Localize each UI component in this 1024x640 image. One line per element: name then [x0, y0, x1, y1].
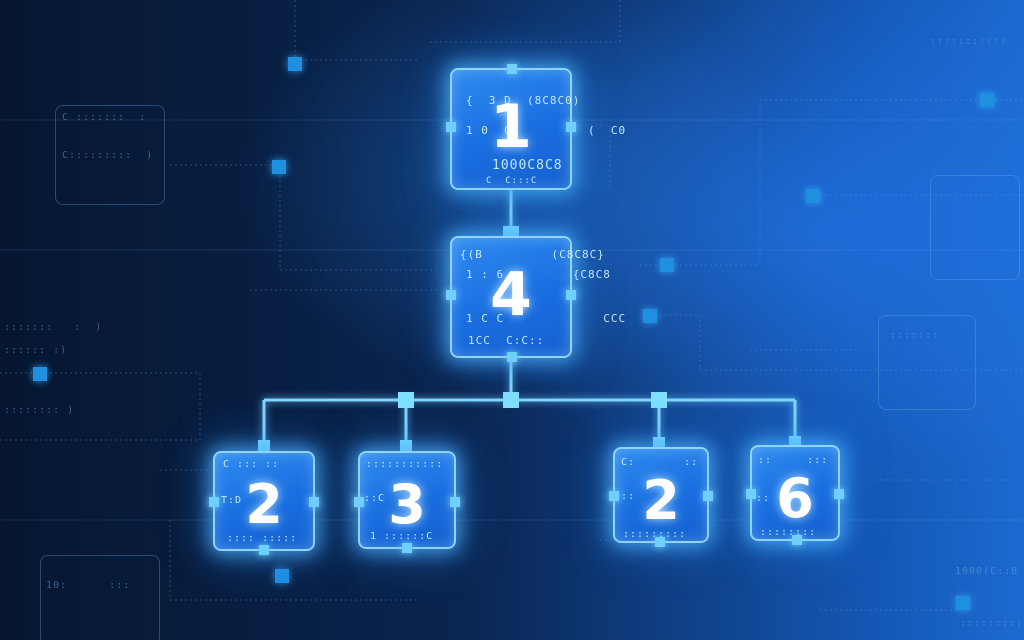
node-code-text: 1 0 0 ( C0 [466, 124, 627, 137]
background-code-text: :::::::::: [960, 618, 1024, 629]
background-code-text: ::::::::::: [930, 36, 1008, 47]
node-port [309, 497, 319, 507]
node-port [566, 122, 576, 132]
background-code-text: 1000(C::8 [955, 566, 1019, 577]
background-ghost-box [878, 315, 976, 410]
node-port [566, 290, 576, 300]
background-ghost-box [55, 105, 165, 205]
junction-node [653, 437, 665, 449]
background-code-text: C::::::::: ) [62, 150, 154, 161]
node-port [402, 543, 412, 553]
background-ghost-box [40, 555, 160, 640]
node-value: 1 [490, 92, 532, 162]
node-port [446, 290, 456, 300]
node-value: 6 [776, 467, 814, 530]
node-port [609, 491, 619, 501]
node-code-text: :::::::: [760, 527, 817, 538]
node-value: 3 [388, 473, 426, 536]
node-port [746, 489, 756, 499]
junction-node [503, 392, 519, 408]
node-code-text: :: [756, 493, 771, 504]
node-port [450, 497, 460, 507]
background-square [660, 258, 674, 272]
tree-node-1[interactable]: { 3 D (8C8C0) 1 0 0 ( C0 1 1000C8C8 C C:… [446, 64, 625, 190]
node-port [259, 545, 269, 555]
background-square [806, 189, 820, 203]
background-code-text: C ::::::: : [62, 112, 147, 123]
node-code-text: 1 C C CCC [466, 312, 627, 325]
background-square [33, 367, 47, 381]
node-code-text: 1 ::::::C [370, 531, 434, 542]
node-code-text: 1 : 6 {C8C8 [466, 268, 611, 281]
node-code-text: { 3 D (8C8C0) [466, 94, 581, 107]
node-port [703, 491, 713, 501]
background-square [288, 57, 302, 71]
background-square [980, 93, 994, 107]
node-port [354, 497, 364, 507]
background-code-text: 10: ::: [46, 580, 131, 591]
node-code-text: {(B (C8C8C} [460, 248, 605, 261]
node-port [834, 489, 844, 499]
node-code-text: :::: ::::: [227, 533, 298, 544]
node-code-text: C ::: :: [223, 459, 280, 470]
junction-node [651, 392, 667, 408]
background-ghost-box [930, 175, 1020, 280]
node-code-text: T:D [221, 495, 243, 506]
junction-node [398, 392, 414, 408]
node-port [655, 537, 665, 547]
node-port [446, 122, 456, 132]
tree-node-2-right[interactable]: C: :: :: 2 ::::::::: [609, 447, 713, 547]
junction-node [258, 440, 270, 452]
node-code-text: :: ::: [758, 455, 829, 466]
node-code-text: C C:::C [486, 176, 538, 186]
tree-node-4[interactable]: {(B (C8C8C} 1 : 6 {C8C8 4 1 C C CCC 1CC … [446, 236, 625, 362]
node-code-text: :: [621, 491, 636, 502]
background-square [643, 309, 657, 323]
node-port [507, 64, 517, 74]
node-port [507, 352, 517, 362]
background-code-text: :::::::: ) [4, 405, 75, 416]
node-code-text: ::::::::::: [366, 459, 444, 470]
background-square [275, 569, 289, 583]
junction-node [400, 440, 412, 452]
node-value: 4 [490, 260, 532, 330]
background-square [956, 596, 970, 610]
node-code-text: 1000C8C8 [492, 158, 563, 173]
tree-node-6[interactable]: :: ::: :: 6 :::::::: [746, 445, 844, 545]
node-code-text: C: :: [621, 457, 699, 468]
tree-node-3[interactable]: ::::::::::: ::C 3 1 ::::::C [354, 451, 460, 553]
node-port [209, 497, 219, 507]
background-code-text: ::::::: : ) [4, 322, 103, 333]
node-code-text: ::C [364, 493, 386, 504]
node-value: 2 [642, 469, 680, 532]
node-value: 2 [245, 473, 283, 536]
node-code-text: 1CC C:C:: [468, 334, 545, 347]
tree-node-2-left[interactable]: C ::: :: T:D 2 :::: ::::: [209, 451, 319, 555]
node-code-text: ::::::::: [623, 529, 687, 540]
background-code-text: ::::::: [890, 330, 940, 341]
node-port [792, 535, 802, 545]
background-square [272, 160, 286, 174]
background-code-text: :::::: :) [4, 345, 68, 356]
